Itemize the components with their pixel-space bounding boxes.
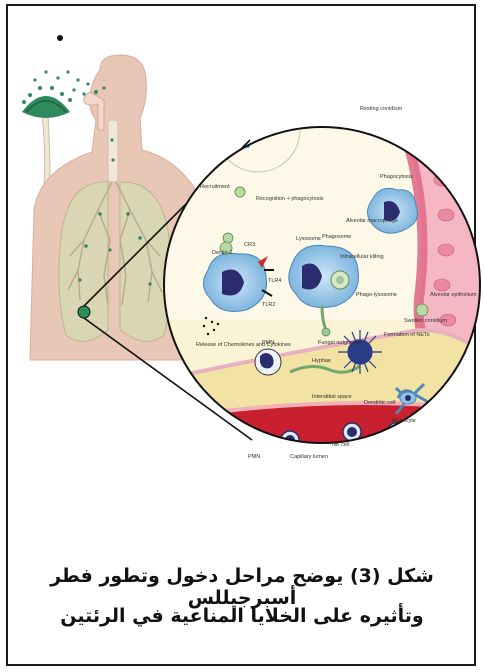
- caption-line-2: وتأثيره على الخلايا المناعية في الرئتين: [20, 605, 464, 627]
- bullet-dot: [57, 35, 63, 41]
- alveolus-highlight: [78, 306, 90, 318]
- label-resting-conidium: Resting conidium: [360, 106, 403, 112]
- label-dectin: Dectin-1: [212, 250, 232, 256]
- label-tlr2: TLR2: [262, 302, 275, 308]
- label-intracellular-killing: Intracellular killing: [340, 254, 384, 260]
- alveolus-magnified-view: [160, 73, 484, 460]
- label-formation-nets: Formation of NETs: [384, 332, 430, 338]
- label-fungal-outgrowth: Fungal outgrowth: [318, 340, 361, 346]
- label-phagocytosis: Phagocytosis: [380, 174, 413, 180]
- label-capillary-lumen: Capillary lumen: [290, 454, 328, 460]
- label-recognition: Recognition + phagocytosis: [256, 196, 324, 202]
- label-recruitment: Recruitment: [200, 184, 230, 190]
- label-interstitial-space: Interstitial space: [312, 394, 352, 400]
- label-tlr4: TLR4: [268, 278, 281, 284]
- label-alveolar-macrophage: Alveolar macrophage: [346, 218, 398, 224]
- label-release: Release of Chemokines and Cytokines: [196, 342, 291, 348]
- label-monocyte: Monocyte: [392, 418, 416, 424]
- label-pmn-capillary: PMN: [248, 454, 260, 460]
- label-hyphae: Hyphae: [312, 358, 331, 364]
- label-nk-cell: NK cell: [332, 442, 349, 448]
- caption-line-1: شكل (3) يوضح مراحل دخول وتطور فطر أسبرجي…: [20, 565, 464, 609]
- aspergillus-diagram: Recruitment Recognition + phagocytosis R…: [0, 0, 484, 560]
- label-phagosome: Phagosome: [322, 234, 351, 240]
- label-lysosome: Lysosome: [296, 236, 321, 242]
- label-swollen-conidium: Swollen conidium: [404, 318, 447, 324]
- label-cr3: CR3: [244, 242, 255, 248]
- label-pmn: PMN: [262, 340, 274, 346]
- net-spiky-cell: [338, 330, 382, 374]
- label-alveolar-epithelium: Alveolar epithelium: [430, 292, 477, 298]
- label-dendritic-cell: Dendritic cell: [364, 400, 395, 406]
- label-phagolysosome: Phago-lysosome: [356, 292, 397, 298]
